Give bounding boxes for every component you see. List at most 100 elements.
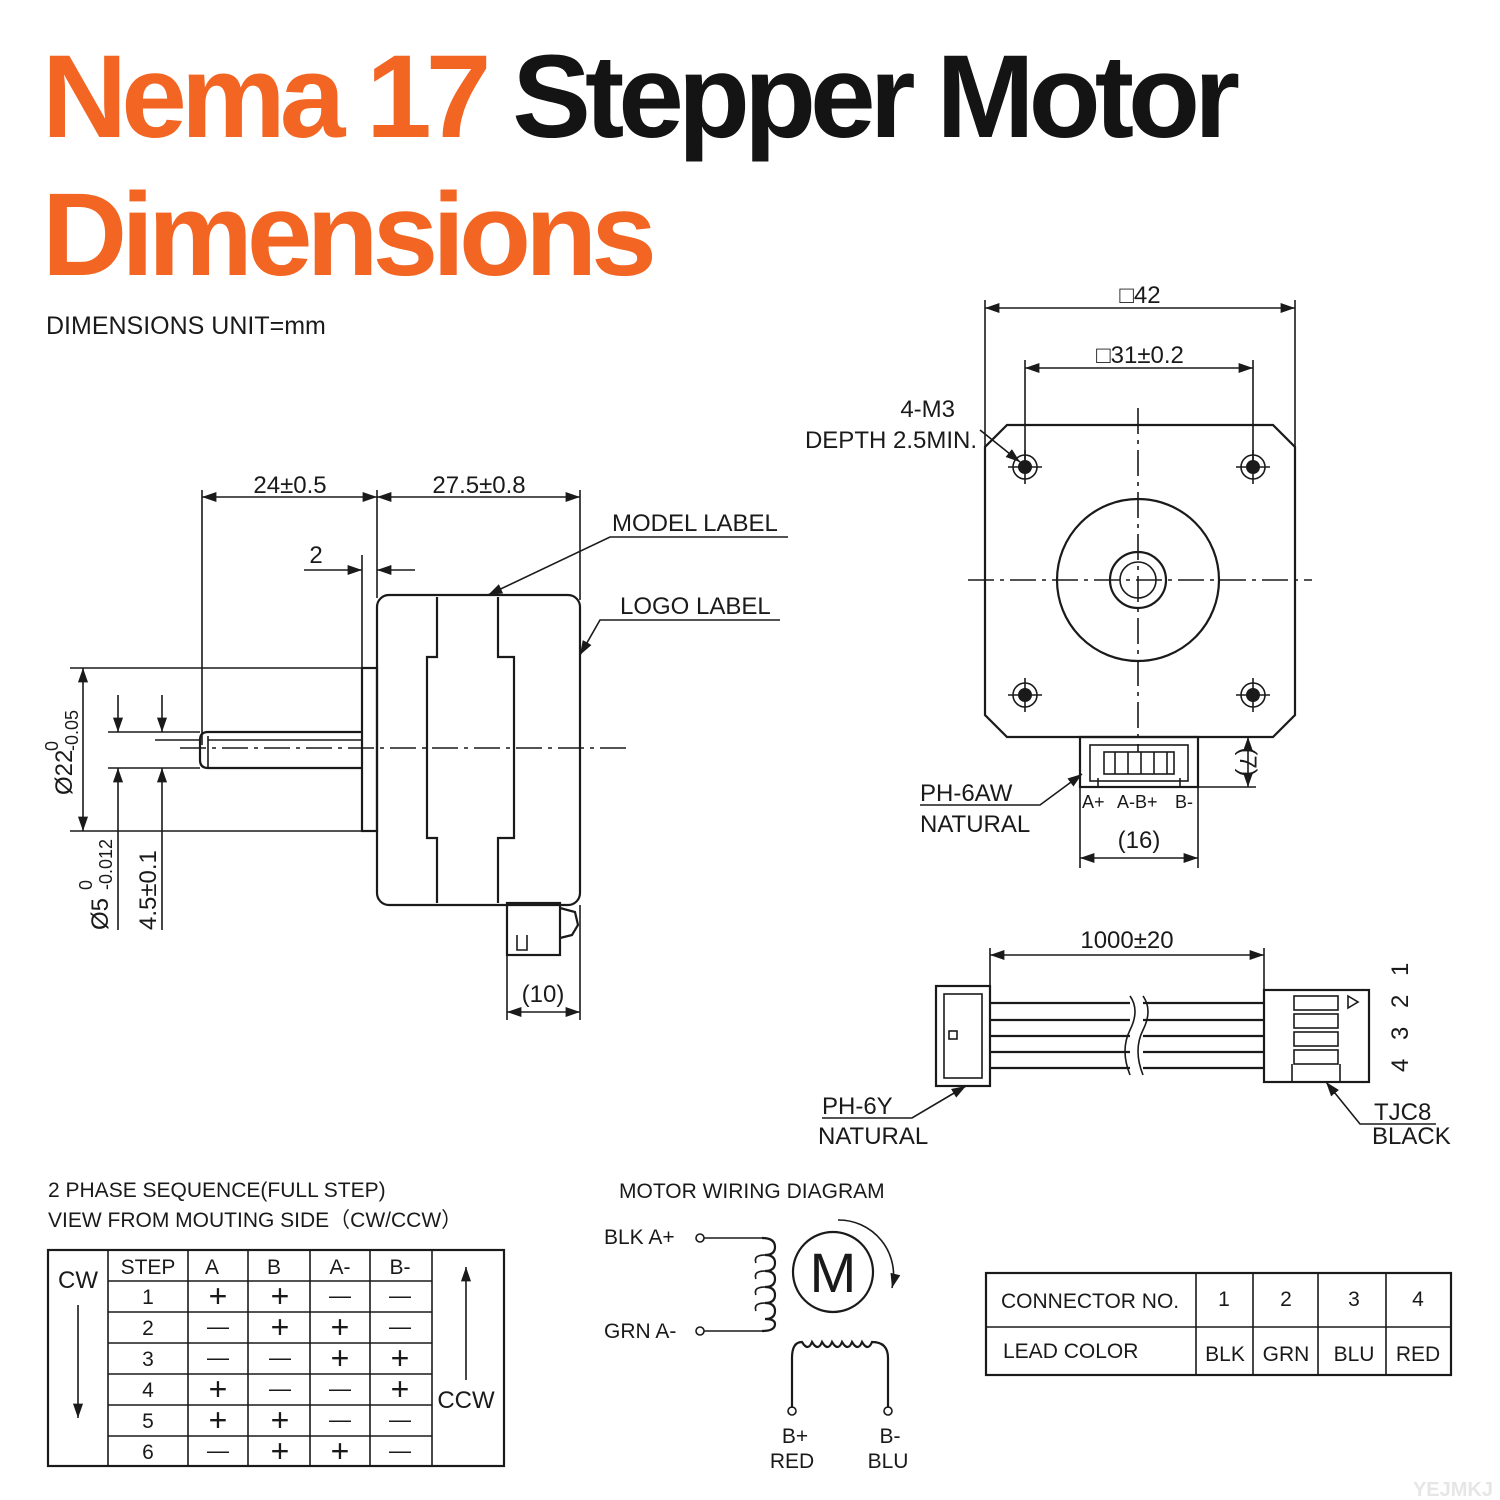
wire-b-minus: B-	[880, 1425, 901, 1448]
wire-a-plus: BLK A+	[604, 1226, 675, 1249]
sequence-cell: +	[331, 1433, 350, 1469]
lead-color-4: RED	[1396, 1343, 1440, 1366]
sequence-cell: —	[329, 1407, 351, 1432]
watermark: YEJMKJ	[1413, 1479, 1493, 1500]
sequence-cell: 6	[142, 1441, 154, 1464]
logo-label: LOGO LABEL	[620, 593, 771, 620]
sequence-title-2: VIEW FROM MOUTING SIDE（CW/CCW）	[48, 1209, 462, 1232]
sequence-cell: 5	[142, 1410, 154, 1433]
coil-b	[790, 1339, 890, 1408]
unit-note: DIMENSIONS UNIT=mm	[46, 312, 326, 340]
pin-label-a-plus: A+	[1082, 792, 1105, 812]
page-title-line1: Nema 17 Stepper Motor	[42, 38, 1240, 156]
dim-connector-height: (7)	[1234, 747, 1261, 776]
lead-color-label: LEAD COLOR	[1003, 1340, 1138, 1363]
dim-dia-boss-tol-lower: -0.05	[62, 710, 82, 751]
sequence-cell: —	[329, 1283, 351, 1308]
sequence-cell: —	[389, 1438, 411, 1463]
pin-label-b-minus: B-	[1175, 792, 1193, 812]
left-connector-model: PH-6Y	[822, 1093, 893, 1120]
dim-cable-length: 1000±20	[1080, 927, 1173, 954]
dim-flat: 4.5±0.1	[135, 850, 162, 930]
dim-dia-boss: Ø22	[51, 750, 78, 795]
motor-connector	[1078, 735, 1200, 789]
coil-a	[761, 1236, 777, 1333]
connector-no-1: 1	[1218, 1288, 1230, 1311]
sequence-cell: +	[331, 1309, 350, 1345]
dim-dia-shaft-tol-upper: 0	[76, 880, 96, 890]
sequence-cell: +	[391, 1371, 410, 1407]
connector-no-2: 2	[1280, 1288, 1292, 1311]
sequence-cell: —	[207, 1345, 229, 1370]
sequence-cells: 1++——2—++—3——++4+——+5++——6—++—	[142, 1278, 411, 1469]
dim-outer-size: □42	[1119, 282, 1160, 309]
sequence-cell: +	[271, 1278, 290, 1314]
connector-no-4: 4	[1412, 1288, 1424, 1311]
title-nema17: Nema 17	[42, 31, 491, 163]
header-b-minus: B-	[390, 1256, 411, 1279]
header-b: B	[267, 1256, 281, 1279]
dim-body-front: 24±0.5	[253, 472, 326, 499]
wiring-title: MOTOR WIRING DIAGRAM	[619, 1180, 885, 1203]
dim-body-rear: 27.5±0.8	[432, 472, 525, 499]
sequence-cell: —	[329, 1376, 351, 1401]
screw-spec: 4-M3	[900, 396, 955, 423]
side-view: 24±0.5 27.5±0.8 2 (10) MODEL LABEL LOGO …	[42, 472, 788, 1020]
dim-dia-shaft: Ø5	[87, 898, 114, 930]
sequence-cell: —	[389, 1283, 411, 1308]
sequence-cell: +	[271, 1309, 290, 1345]
lead-color-3: BLU	[1334, 1343, 1375, 1366]
header-a: A	[205, 1256, 219, 1279]
wiring-diagram: MOTOR WIRING DIAGRAM BLK A+ GRN A- M B+ …	[604, 1180, 908, 1473]
rear-connector	[505, 901, 562, 957]
mounting-holes	[1008, 450, 1270, 712]
sequence-cell: +	[391, 1340, 410, 1376]
motor-symbol	[791, 1230, 875, 1314]
motor-letter: M	[810, 1241, 857, 1304]
right-connector-color: BLACK	[1372, 1123, 1451, 1150]
sequence-title-1: 2 PHASE SEQUENCE(FULL STEP)	[48, 1179, 386, 1202]
sequence-cell: —	[207, 1314, 229, 1339]
lead-color-2: GRN	[1263, 1343, 1310, 1366]
sequence-cell: —	[207, 1438, 229, 1463]
sequence-cell: —	[389, 1314, 411, 1339]
sequence-cell: 2	[142, 1317, 154, 1340]
sequence-cell: —	[269, 1376, 291, 1401]
sequence-table: CW CCW STEP A B A- B- 1++——2—++—3——++4+—…	[46, 1248, 506, 1469]
pin-label-a-minus-b-plus: A-B+	[1117, 792, 1158, 812]
wire-b-plus: B+	[782, 1425, 808, 1448]
header-a-minus: A-	[330, 1256, 351, 1279]
sequence-cell: —	[269, 1345, 291, 1370]
rotation-arrow	[837, 1219, 901, 1289]
motor-face	[983, 423, 1297, 739]
sequence-cell: 1	[142, 1286, 154, 1309]
sequence-cell: +	[209, 1402, 228, 1438]
cw-label: CW	[58, 1267, 98, 1294]
connector-no-label: CONNECTOR NO.	[1001, 1290, 1179, 1313]
dim-hole-pitch: □31±0.2	[1096, 342, 1184, 369]
sequence-cell: +	[331, 1340, 350, 1376]
front-view: □42 □31±0.2 4-M3 DEPTH 2.5MIN.	[805, 282, 1312, 868]
dim-dia-boss-tol-upper: 0	[42, 741, 62, 751]
mounting-boss	[360, 666, 379, 833]
cable-pin-numbers: 4 3 2 1	[1387, 957, 1414, 1072]
cable-connector-right	[1262, 988, 1371, 1084]
dim-boss: 2	[309, 542, 322, 569]
sequence-section: 2 PHASE SEQUENCE(FULL STEP) VIEW FROM MO…	[46, 1179, 506, 1469]
cable-assembly: 1000±20 4 3 2 1 PH-6Y NATURAL T	[818, 927, 1451, 1150]
page-title-line2: Dimensions	[42, 169, 657, 301]
connector-color: NATURAL	[920, 811, 1030, 838]
sequence-cell: +	[271, 1433, 290, 1469]
screw-depth: DEPTH 2.5MIN.	[805, 427, 977, 454]
connector-model: PH-6AW	[920, 780, 1013, 807]
wire-b-plus-color: RED	[770, 1450, 814, 1473]
wire-b-minus-color: BLU	[868, 1450, 909, 1473]
sequence-cell: —	[389, 1407, 411, 1432]
ccw-label: CCW	[437, 1387, 495, 1414]
sequence-cell: 4	[142, 1379, 154, 1402]
right-connector-model: TJC8	[1374, 1099, 1431, 1126]
model-label: MODEL LABEL	[612, 510, 778, 537]
title-stepper-motor: Stepper Motor	[512, 31, 1240, 163]
left-connector-color: NATURAL	[818, 1123, 928, 1150]
